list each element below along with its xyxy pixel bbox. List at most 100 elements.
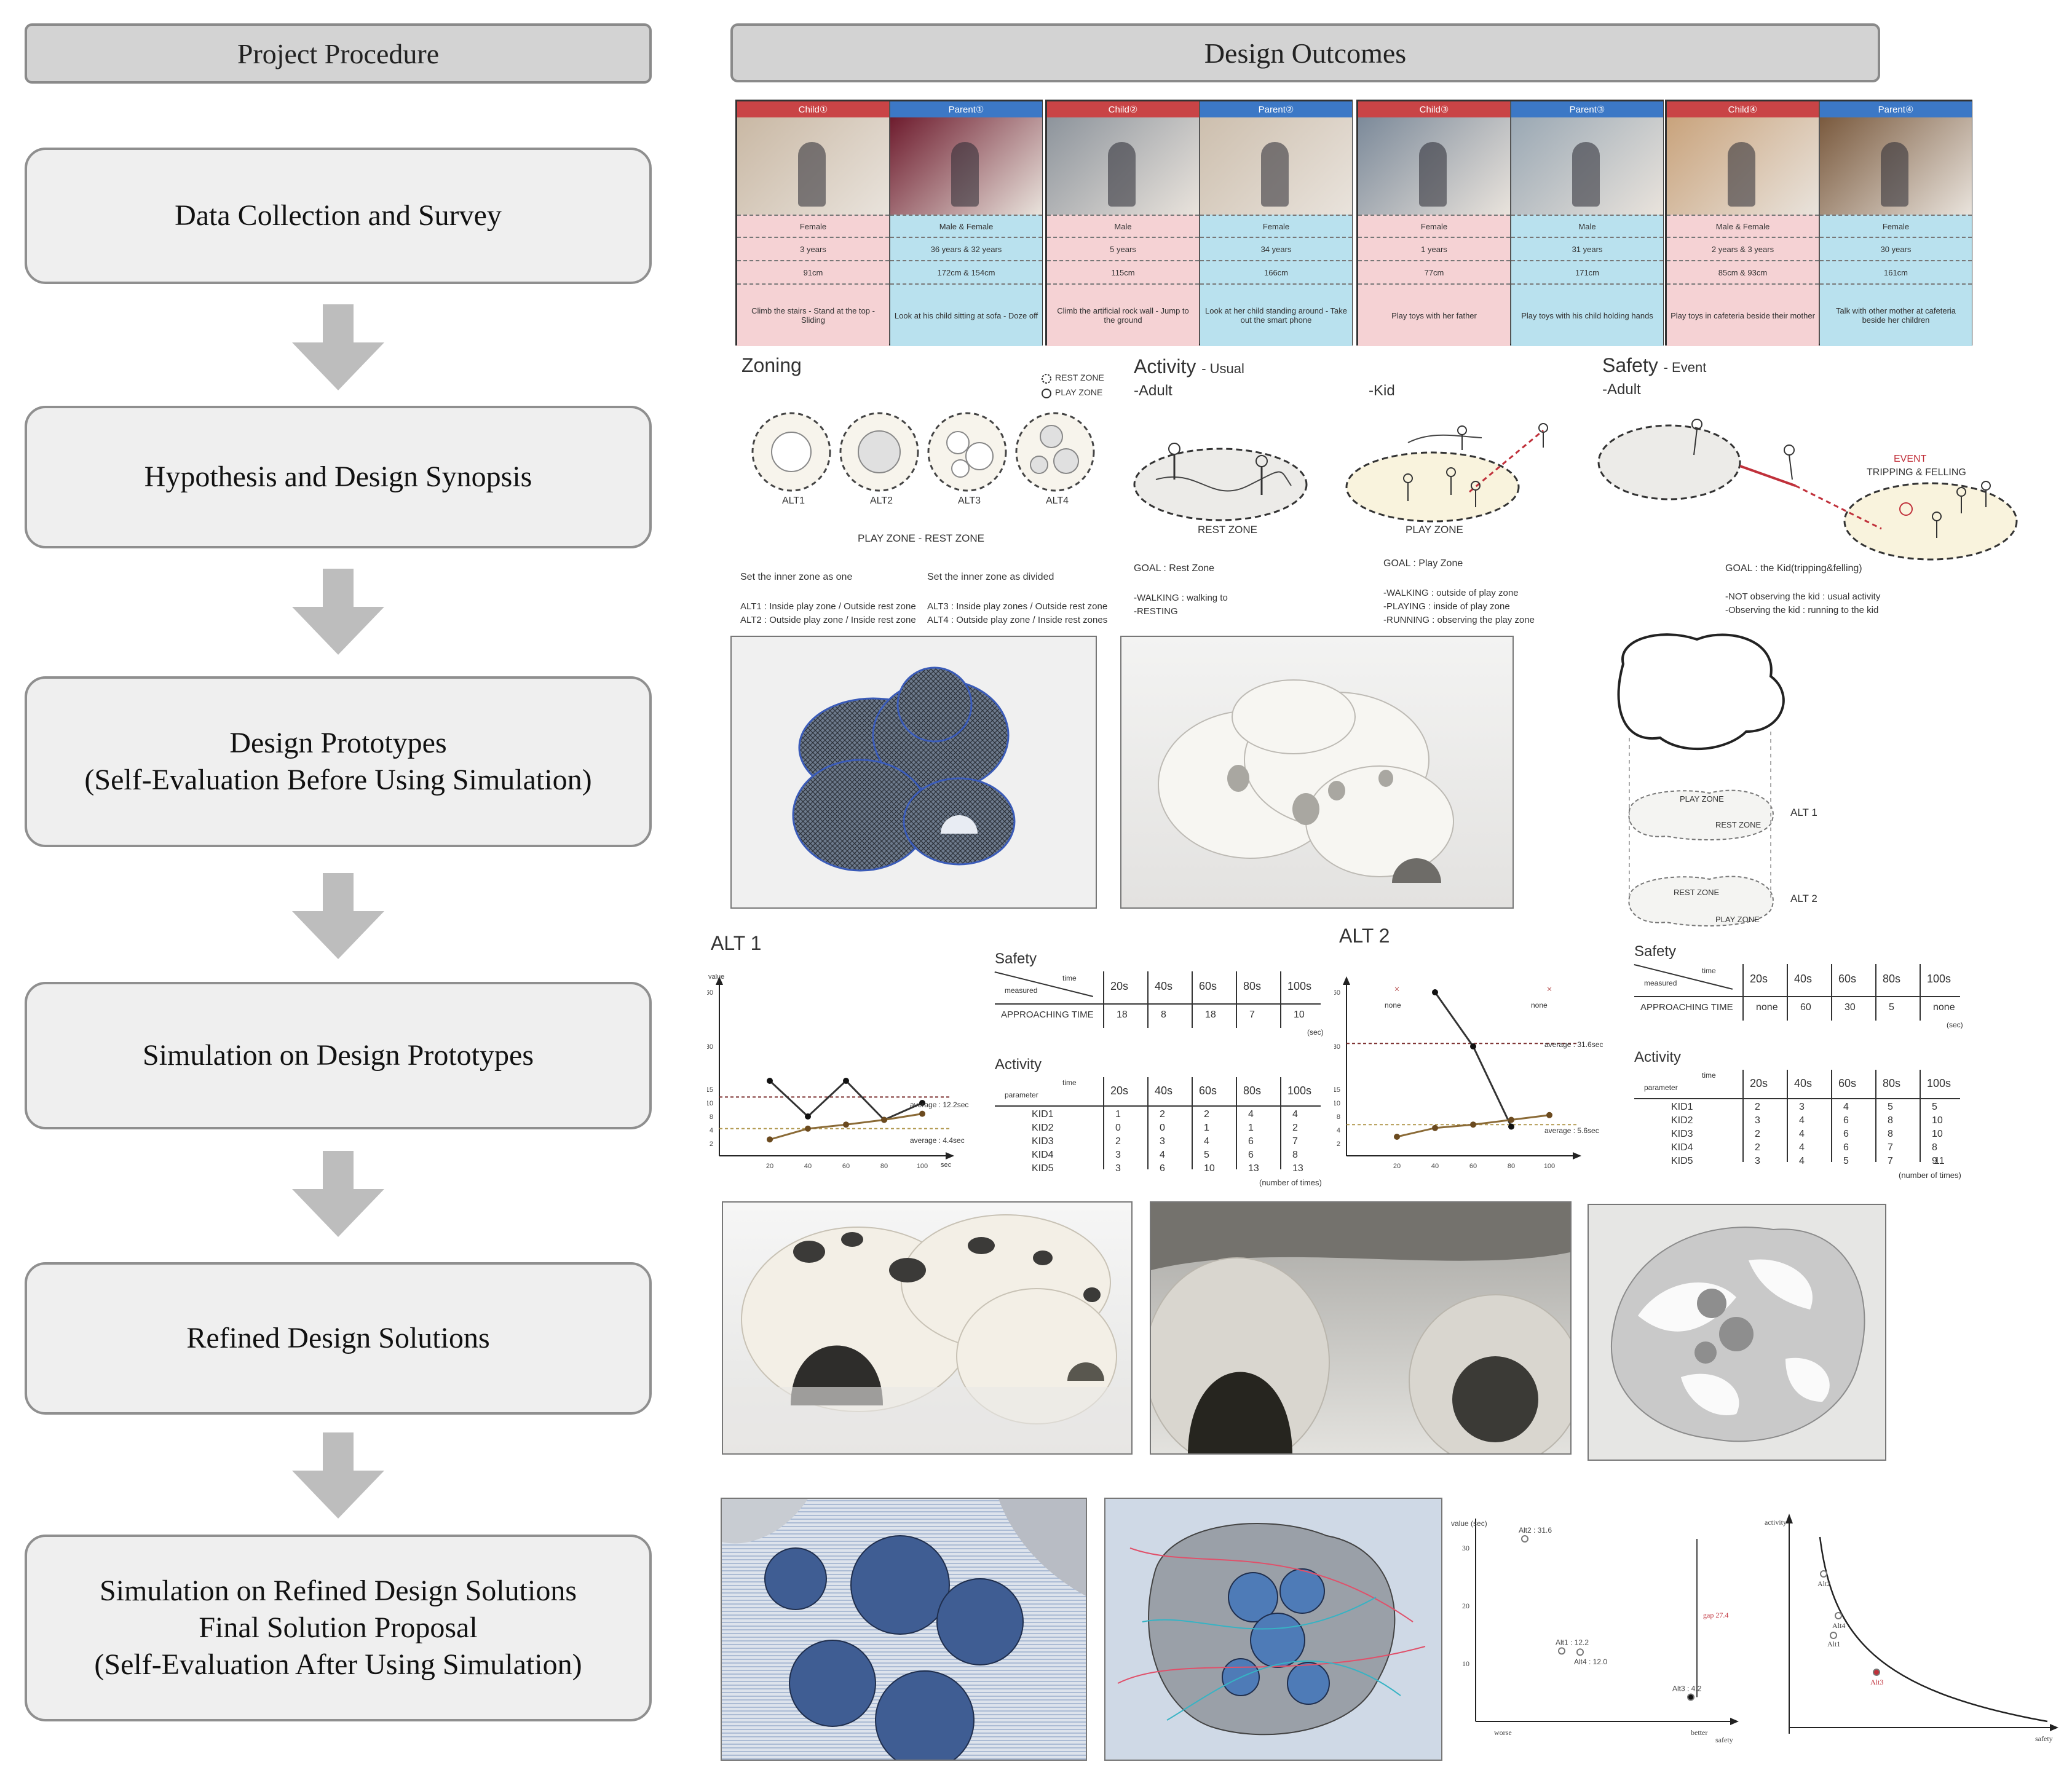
x-tick-label: 60: [1469, 1163, 1477, 1170]
survey-cell: 85cm & 93cm: [1667, 260, 1819, 283]
survey-cell: Male & Female: [1667, 215, 1819, 237]
alt1-avg-bottom: average : 4.4sec: [910, 1136, 965, 1145]
survey-cell: 171cm: [1511, 260, 1663, 283]
approach-value: 60: [1800, 1002, 1811, 1013]
safety-title-text: Safety: [1602, 354, 1658, 376]
safety-event-desc: TRIPPING & FELLING: [1867, 467, 1966, 478]
x-tick-label: 40: [804, 1163, 812, 1170]
down-arrow-icon: [292, 873, 384, 959]
person-silhouette: [1727, 141, 1755, 207]
time-header: 100s: [1287, 1085, 1312, 1097]
activity-kid-zone: PLAY ZONE: [1406, 524, 1463, 535]
person-silhouette: [951, 141, 979, 207]
survey-cell: Talk with other mother at cafeteria besi…: [1820, 283, 1972, 346]
sketch-alt2: ALT 2: [1790, 893, 1817, 904]
x-end-label: better: [1691, 1728, 1707, 1737]
down-arrow-icon: [292, 569, 384, 655]
axis-arrow-icon: [1343, 976, 1350, 985]
approach-value: 18: [1205, 1009, 1216, 1020]
step-label: Simulation on Refined Design Solutions: [100, 1574, 577, 1607]
survey-cell: 166cm: [1200, 260, 1352, 283]
parent-header: Parent③: [1511, 101, 1663, 117]
axis-arrow-icon: [946, 1152, 954, 1160]
x-tick-label: 80: [1508, 1163, 1515, 1170]
survey-cell: Climb the artificial rock wall - Jump to…: [1047, 283, 1199, 346]
kid-value: 4: [1248, 1109, 1254, 1120]
activity-table-rule: [1634, 1098, 1960, 1099]
down-arrow-icon: [292, 1432, 384, 1519]
y-tick-label: 15: [707, 1086, 713, 1094]
axis-arrow-icon: [716, 976, 723, 985]
unit-times: (number of times): [1259, 1178, 1322, 1187]
kid-value: 10: [1932, 1115, 1943, 1126]
refined-render-interior: [1150, 1201, 1572, 1455]
kid-value: 1: [1115, 1109, 1121, 1120]
prototype-mesh-render: [730, 636, 1097, 909]
table-col-rule: [1236, 1077, 1237, 1169]
safety-note: -NOT observing the kid : usual activity: [1725, 591, 1881, 602]
survey-cell: 172cm & 154cm: [890, 260, 1042, 283]
axis-arrow-icon: [1573, 1152, 1581, 1160]
person-silhouette: [797, 141, 826, 207]
sketch-rest-zone: REST ZONE: [1674, 888, 1720, 897]
survey-cell: Female: [1200, 215, 1352, 237]
time-header: 20s: [1750, 973, 1768, 985]
table-col-rule: [1831, 964, 1832, 1021]
zoning-alt-label: ALT1: [782, 496, 805, 506]
unit-times: (number of times): [1899, 1171, 1961, 1180]
kid-value: 8: [1888, 1129, 1893, 1139]
activity-kid-note: -PLAYING : inside of play zone: [1383, 601, 1510, 612]
kid-value: 7: [1888, 1156, 1893, 1166]
survey-cell: Climb the stairs - Stand at the top - Sl…: [737, 283, 889, 346]
y-tick-label: 30: [707, 1043, 713, 1051]
data-point: [805, 1125, 811, 1132]
data-point: [805, 1113, 811, 1120]
kid-value: 8: [1292, 1150, 1298, 1160]
survey-cell: Look at his child sitting at sofa - Doze…: [890, 283, 1042, 346]
time-header: 100s: [1927, 1077, 1951, 1089]
point-label: Alt2 : 31.6: [1519, 1526, 1552, 1535]
survey-photo: [890, 117, 1042, 215]
kid-value: 6: [1248, 1150, 1254, 1160]
sketch-play-zone: PLAY ZONE: [1680, 794, 1724, 804]
parent-header: Parent④: [1820, 101, 1972, 117]
survey-cell: Female: [1820, 215, 1972, 237]
data-point: [843, 1121, 849, 1128]
final-render-paths: [1104, 1498, 1442, 1761]
data-point: [1835, 1612, 1842, 1619]
unit-sec: (sec): [1307, 1028, 1324, 1037]
activity-adult-zone: REST ZONE: [1198, 524, 1257, 535]
time-label: time: [1702, 966, 1716, 975]
parent-header: Parent①: [890, 101, 1042, 117]
kid-label: KID2: [1671, 1115, 1693, 1126]
person-silhouette: [1418, 141, 1447, 207]
time-header: 100s: [1927, 973, 1951, 985]
step-label: Final Solution Proposal: [199, 1611, 478, 1644]
table-col-rule: [1280, 1077, 1281, 1169]
table-col-rule: [1236, 971, 1237, 1028]
zoning-alt-label: ALT3: [958, 496, 981, 506]
x-axis-label: safety: [1715, 1736, 1733, 1744]
safety-event-label: EVENT: [1894, 454, 1927, 464]
safety-title: Safety - Event: [1602, 354, 1706, 377]
survey-cell: Look at her child standing around - Take…: [1200, 283, 1352, 346]
kid-value: 10: [1204, 1163, 1215, 1174]
zoning-caption: PLAY ZONE - REST ZONE: [858, 532, 984, 544]
data-point: [843, 1078, 849, 1084]
activity-table-title: Activity: [1634, 1049, 1682, 1065]
approach-value: 7: [1249, 1009, 1255, 1020]
person-silhouette: [1260, 141, 1289, 207]
step-label: Hypothesis and Design Synopsis: [144, 460, 532, 493]
point-label: Alt2: [1817, 1579, 1830, 1588]
activity-kid-note: -RUNNING : observing the play zone: [1383, 615, 1535, 625]
time-header: 80s: [1883, 1077, 1901, 1089]
alt2-avg-bottom: average : 5.6sec: [1544, 1126, 1599, 1135]
kid-value: 4: [1799, 1129, 1805, 1139]
time-header: 20s: [1110, 1085, 1129, 1097]
time-header: 40s: [1155, 1085, 1173, 1097]
kid-label: KID2: [1032, 1123, 1054, 1133]
kid-label: KID3: [1032, 1136, 1054, 1147]
